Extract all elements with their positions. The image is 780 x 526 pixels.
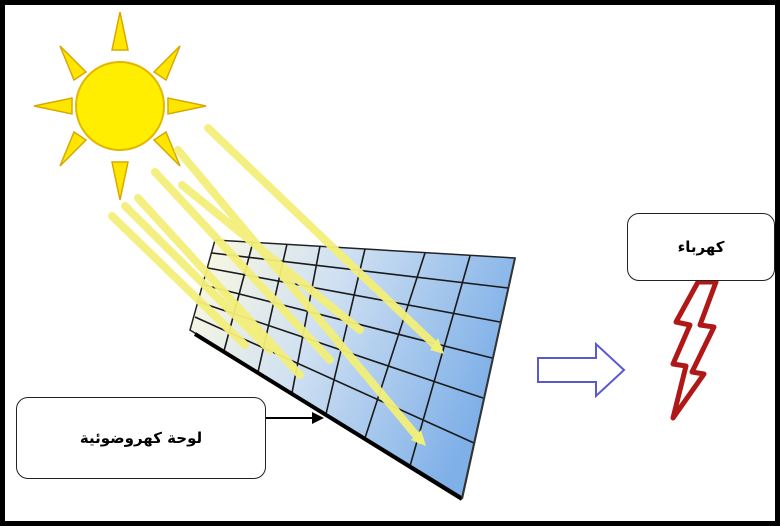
sun-icon [34,12,206,200]
electricity-label-text: كهرباء [678,238,725,256]
solar-panel-label-text: لوحة كهروضوئية [80,429,202,447]
solar-panel-label: لوحة كهروضوئية [16,397,266,479]
electricity-label: كهرباء [627,213,775,281]
label-pointer-arrow [262,412,324,424]
right-arrow-icon [538,344,624,396]
lightning-bolt-icon [673,282,716,418]
